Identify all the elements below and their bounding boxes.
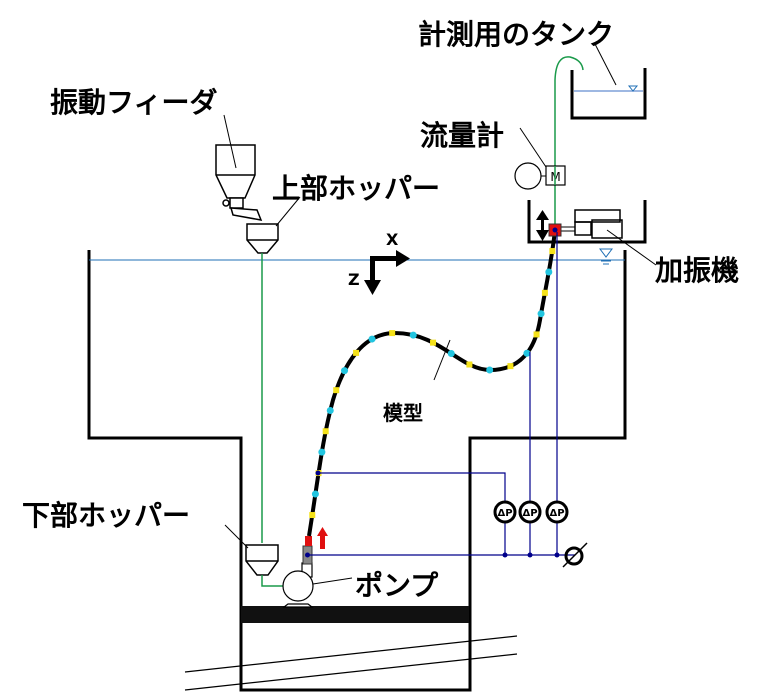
ground-symbol-icon (562, 542, 588, 568)
return-pipe (554, 56, 584, 230)
model-marker (309, 512, 316, 519)
model-marker (533, 331, 540, 338)
flow-meter: M (514, 162, 566, 190)
model-marker (353, 349, 360, 356)
water-tank (87, 250, 627, 692)
differential-pressure-gauges: ΔP ΔP ΔP (493, 500, 569, 524)
axis-indicator-icon (364, 250, 410, 295)
vibration-feeder-label: 振動フィーダ (50, 86, 217, 119)
model-label: 模型 (383, 401, 423, 425)
pressure-lines (308, 232, 575, 556)
dp-gauge: ΔP (518, 500, 542, 524)
dp-gauge: ΔP (493, 500, 517, 524)
dp-gauge: ΔP (545, 500, 569, 524)
pump-label: ポンプ (355, 569, 439, 602)
model-marker (311, 490, 319, 498)
vertical-motion-arrow-icon (536, 210, 549, 241)
model-marker (430, 339, 437, 346)
dp-label: ΔP (497, 508, 512, 519)
model-marker (541, 289, 548, 296)
model-marker (549, 248, 556, 255)
measuring-tank-label: 計測用のタンク (418, 18, 614, 51)
model-marker (466, 361, 473, 368)
model-marker (545, 268, 553, 276)
dp-label: ΔP (522, 508, 537, 519)
model-marker (507, 363, 514, 370)
model-marker (389, 330, 396, 337)
model-marker (333, 387, 340, 394)
model-marker (523, 349, 531, 357)
shaker-label: 加振機 (655, 254, 739, 287)
axis-x-label: X (386, 230, 399, 249)
vibration-feeder (215, 144, 263, 221)
upper-hopper-label: 上部ホッパー (272, 172, 440, 205)
leader-lines (223, 43, 657, 585)
model-markers (309, 248, 556, 519)
model-marker (409, 331, 417, 339)
upper-hopper (246, 223, 279, 254)
model-marker (368, 335, 376, 343)
model-marker (486, 366, 494, 374)
shaker-basin (527, 200, 647, 244)
pump-base (241, 606, 469, 623)
flexible-model (307, 229, 557, 537)
model-marker (341, 367, 349, 375)
dp-label: ΔP (549, 508, 564, 519)
flow-direction-arrow-icon (317, 527, 328, 549)
pump (282, 562, 314, 608)
axis-z-label: Z (348, 270, 360, 289)
model-marker (322, 428, 329, 435)
model-marker (537, 310, 545, 318)
model-marker (318, 448, 326, 456)
lower-hopper-label: 下部ホッパー (22, 499, 190, 532)
lower-hopper (245, 544, 279, 576)
ground-lines (184, 635, 518, 691)
model-marker (447, 350, 455, 358)
flow-meter-label: 流量計 (420, 119, 504, 152)
measuring-tank (570, 68, 647, 120)
water-level-symbol (599, 248, 613, 265)
model-marker (326, 407, 334, 415)
